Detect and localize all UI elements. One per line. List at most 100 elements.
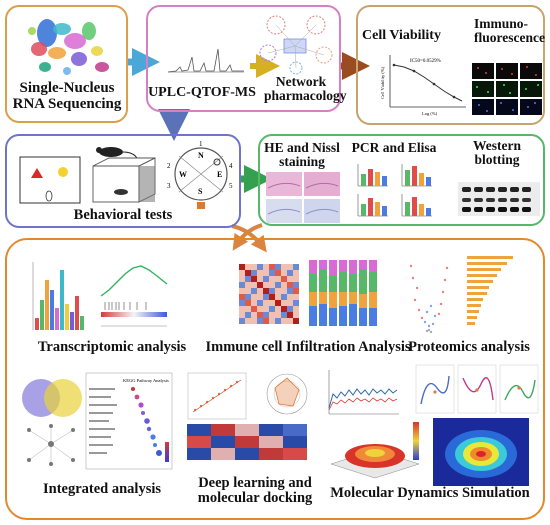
- venn-diagram: [22, 379, 82, 417]
- stacked-bar-chart: [309, 260, 377, 326]
- heatmap-cell: [239, 312, 245, 318]
- heatmap-cell: [281, 276, 287, 282]
- heatmap-cell: [257, 264, 263, 270]
- heatmap-cell: [251, 264, 257, 270]
- heatmap-cell: [251, 318, 257, 324]
- heatmap-cell: [281, 318, 287, 324]
- heatmap-cell: [275, 312, 281, 318]
- heatmap-cell: [257, 282, 263, 288]
- volcano-plot: [409, 264, 449, 334]
- heatmap-cell: [287, 270, 293, 276]
- umap-plot: [28, 19, 109, 75]
- heatmap-cell: [239, 294, 245, 300]
- kegg-title: KEGG Pathway Analysis: [123, 378, 169, 383]
- heatmap-cell: [245, 288, 251, 294]
- heatmap-cell: [287, 306, 293, 312]
- heatmap-cell: [263, 300, 269, 306]
- heatmap-cell: [257, 270, 263, 276]
- md-binding-poses: [415, 364, 539, 414]
- integrated-network: [27, 424, 75, 466]
- maze-number-4: 4: [229, 162, 233, 170]
- heatmap-cell: [239, 276, 245, 282]
- heatmap-cell: [245, 270, 251, 276]
- heatmap-cell: [281, 306, 287, 312]
- heatmap-cell: [287, 300, 293, 306]
- heatmap-cell: [293, 264, 299, 270]
- label-snrna: Single-Nucleus RNA Sequencing: [12, 80, 122, 112]
- maze-number-5: 5: [229, 182, 233, 190]
- label-proteomics: Proteomics analysis: [408, 339, 530, 355]
- viability-ic50: IC50=0.0529%: [410, 59, 441, 64]
- heatmap-cell: [245, 306, 251, 312]
- heatmap-cell: [239, 288, 245, 294]
- box-uplc-network: UPLC-QTOF-MS Network pharmacology: [146, 5, 347, 112]
- heatmap-cell: [269, 294, 275, 300]
- heatmap-cell: [239, 270, 245, 276]
- heatmap-cell: [281, 312, 287, 318]
- heatmap-cell: [269, 312, 275, 318]
- pcr-bar-charts: [357, 164, 432, 217]
- heatmap-cell: [281, 300, 287, 306]
- viability-curve: IC50=0.0529% Cell Viability (%) Log (%): [380, 55, 466, 116]
- heatmap-cell: [257, 294, 263, 300]
- heatmap-cell: [245, 276, 251, 282]
- immuno-grid: [472, 63, 542, 115]
- heatmap-cell: [275, 288, 281, 294]
- heatmap-cell: [287, 312, 293, 318]
- heatmap-cell: [287, 288, 293, 294]
- maze-number-3: 3: [167, 182, 171, 190]
- heatmap-cell: [257, 288, 263, 294]
- label-western: Western blotting: [473, 138, 521, 168]
- heatmap-cell: [281, 294, 287, 300]
- heatmap-cell: [245, 264, 251, 270]
- heatmap-cell: [293, 318, 299, 324]
- label-integrated: Integrated analysis: [42, 481, 162, 497]
- maze-number-2: 2: [167, 162, 171, 170]
- heatmap-cell: [257, 318, 263, 324]
- heatmap-cell: [239, 282, 245, 288]
- heatmap-cell: [239, 306, 245, 312]
- object-recognition-arena: [19, 156, 81, 204]
- deep-learning-plots: [187, 372, 308, 460]
- heatmap-cell: [245, 282, 251, 288]
- heatmap-cell: [239, 318, 245, 324]
- label-behavioral: Behavioral tests: [73, 207, 173, 223]
- label-network: Network pharmacology: [264, 74, 347, 104]
- box-viability-immuno: Cell Viability Immuno-fluorescence IC50=…: [356, 5, 545, 125]
- heatmap-cell: [257, 300, 263, 306]
- box-snrna: Single-Nucleus RNA Sequencing: [5, 5, 128, 123]
- heatmap-cell: [257, 306, 263, 312]
- mouse-cage: [92, 147, 156, 203]
- he-nissl-images: [266, 172, 340, 223]
- maze-letter-n: N: [198, 151, 204, 160]
- heatmap-cell: [269, 306, 275, 312]
- heatmap-cell: [281, 270, 287, 276]
- heatmap-cell: [275, 318, 281, 324]
- heatmap-cell: [245, 318, 251, 324]
- arrow-curve-right: [231, 224, 267, 253]
- heatmap-cell: [269, 318, 275, 324]
- heatmap-cell: [251, 270, 257, 276]
- heatmap-cell: [281, 282, 287, 288]
- heatmap-cell: [275, 300, 281, 306]
- label-pcr: PCR and Elisa: [351, 140, 437, 155]
- heatmap-cell: [251, 312, 257, 318]
- box-omics: Transcriptomic analysis Immune cell Infi…: [5, 238, 545, 520]
- heatmap-cell: [245, 300, 251, 306]
- heatmap-cell: [293, 288, 299, 294]
- label-deep-learning: Deep learning and molecular docking: [197, 475, 313, 507]
- heatmap-cell: [269, 300, 275, 306]
- kegg-dotplot: KEGG Pathway Analysis: [85, 372, 173, 470]
- label-viability: Cell Viability: [362, 28, 441, 43]
- maze-letter-w: W: [179, 170, 187, 179]
- heatmap-cell: [275, 264, 281, 270]
- heatmap-cell: [263, 294, 269, 300]
- maze-letter-s: S: [198, 187, 203, 196]
- heatmap-cell: [263, 288, 269, 294]
- heatmap-cell: [257, 312, 263, 318]
- heatmap-cell: [275, 276, 281, 282]
- label-he-nissl: HE and Nissl staining: [264, 140, 340, 170]
- correlation-heatmap: [239, 264, 299, 324]
- heatmap-cell: [251, 288, 257, 294]
